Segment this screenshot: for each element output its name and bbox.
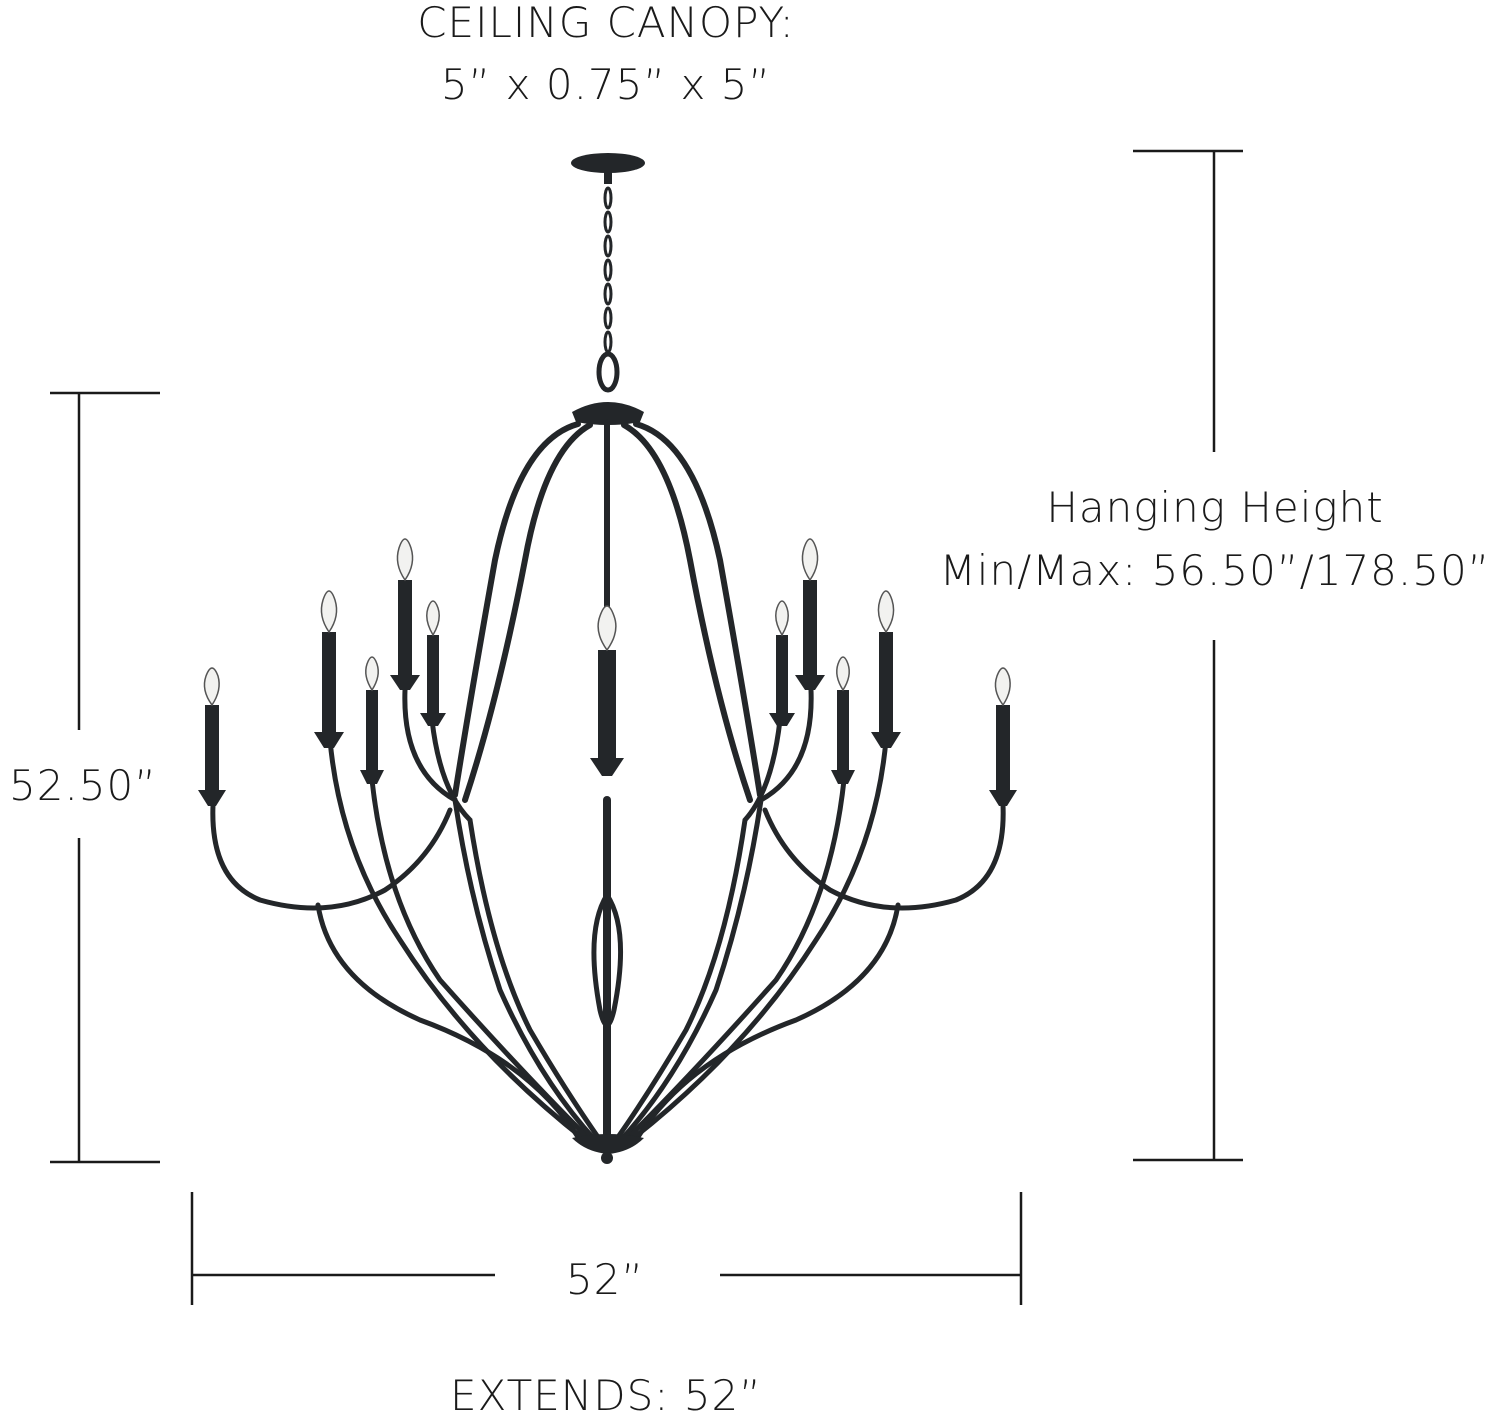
bottom-finial [601,1152,613,1164]
fixture-width-label: 52” [565,1255,645,1304]
canopy-dimensions: 5” x 0.75” x 5” [440,60,772,109]
candle-2 [314,590,344,748]
bottom-bowl [572,1134,644,1154]
ceiling-canopy [571,153,645,173]
top-hub [572,402,644,425]
canopy-title: CEILING CANOPY: [417,0,795,47]
hanging-height-title: Hanging Height [1046,483,1384,532]
candle-1 [198,667,226,806]
candle-8 [795,538,825,690]
lower-arms-right [613,687,1006,1143]
candle-9 [831,656,855,784]
candle-4 [390,538,420,690]
dimension-lines [50,149,1243,1305]
candle-6 [590,605,624,776]
hanging-height-value: Min/Max: 56.50”/178.50” [939,546,1491,595]
extends-label: EXTENDS: 52” [450,1371,762,1420]
chandelier-icon [198,153,1017,1164]
canopy-stem [604,172,612,184]
candle-10 [871,590,901,748]
top-loop [596,351,620,393]
lower-arms-left [210,687,603,1143]
cage-arms [452,421,763,803]
chain [603,186,613,354]
candle-3 [360,656,384,784]
candle-7 [769,600,795,726]
fixture-height-label: 52.50” [9,761,157,810]
candle-5 [420,600,446,726]
center-loop [591,892,623,1028]
candle-11 [989,667,1017,806]
